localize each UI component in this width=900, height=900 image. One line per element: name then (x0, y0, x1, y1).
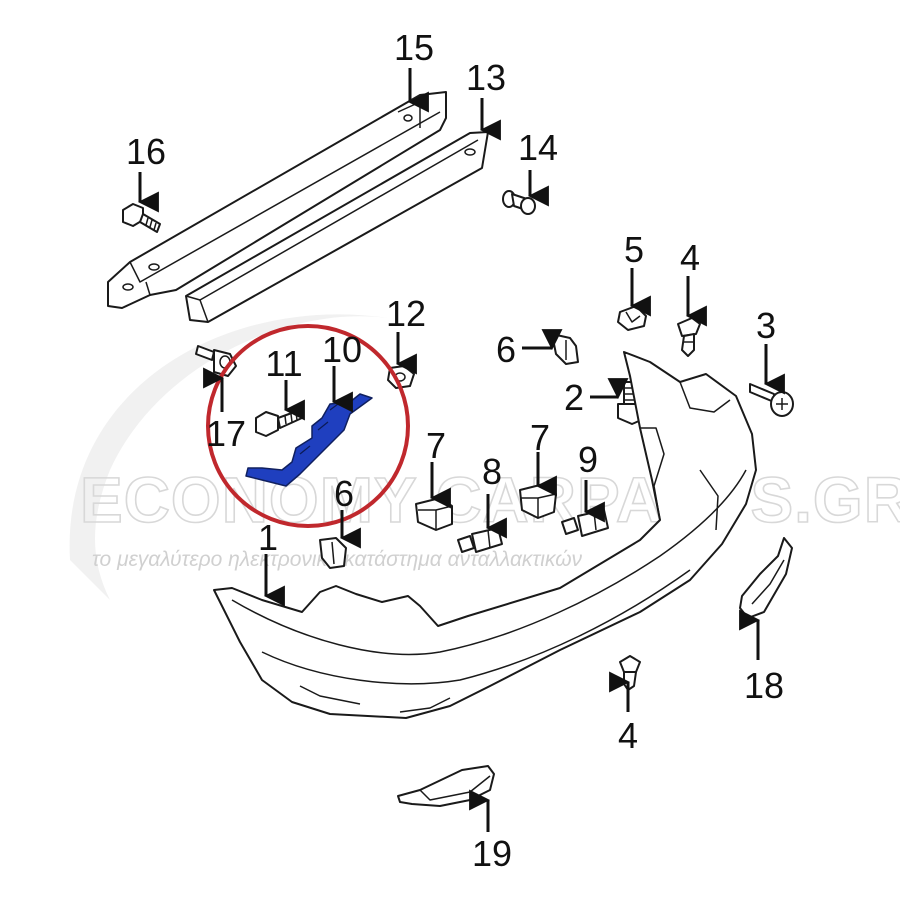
part-10-bumper-bracket (245, 393, 373, 487)
callout-5: 5 (624, 229, 644, 270)
callout-13: 13 (466, 57, 506, 98)
callout-6-lower: 6 (334, 473, 354, 514)
part-6-retainer-upper (551, 333, 579, 365)
callout-17: 17 (206, 413, 246, 454)
callout-9: 9 (578, 439, 598, 480)
part-8-connector (457, 527, 503, 553)
part-4-push-rivet-upper (677, 317, 701, 357)
callout-3: 3 (756, 305, 776, 346)
part-5-clip (617, 305, 647, 331)
part-16-bolt (122, 203, 161, 233)
part-15-reinforcement-beam (107, 91, 447, 309)
callout-10: 10 (322, 329, 362, 370)
callout-12: 12 (386, 293, 426, 334)
callout-1: 1 (258, 517, 278, 558)
callout-arrows (137, 68, 785, 832)
part-4-push-rivet-lower (619, 655, 641, 691)
callout-4-lower: 4 (618, 715, 638, 756)
callout-11: 11 (265, 343, 302, 384)
callout-4-upper: 4 (680, 237, 700, 278)
callout-14: 14 (518, 127, 558, 168)
callout-7-right: 7 (530, 417, 550, 458)
part-11-bolt (255, 409, 303, 437)
callout-19: 19 (472, 833, 512, 874)
highlighted-bracket (245, 393, 373, 487)
callout-2: 2 (564, 377, 584, 418)
highlight-circle (206, 324, 410, 528)
part-1-bumper-cover (213, 351, 757, 719)
callout-labels: 15 13 16 14 5 4 3 6 2 12 10 11 17 7 7 8 … (126, 27, 784, 874)
callout-16: 16 (126, 131, 166, 172)
callout-7-left: 7 (426, 425, 446, 466)
part-18-side-trim (739, 537, 793, 619)
callout-18: 18 (744, 665, 784, 706)
part-19-lower-trim (397, 765, 495, 807)
watermark-swoosh (69, 314, 400, 600)
callout-8: 8 (482, 451, 502, 492)
part-6-retainer-lower (319, 537, 347, 569)
callout-15: 15 (394, 27, 434, 68)
callout-6-upper: 6 (496, 329, 516, 370)
part-3-bolt (749, 383, 794, 417)
part-13-energy-absorber (185, 131, 489, 323)
